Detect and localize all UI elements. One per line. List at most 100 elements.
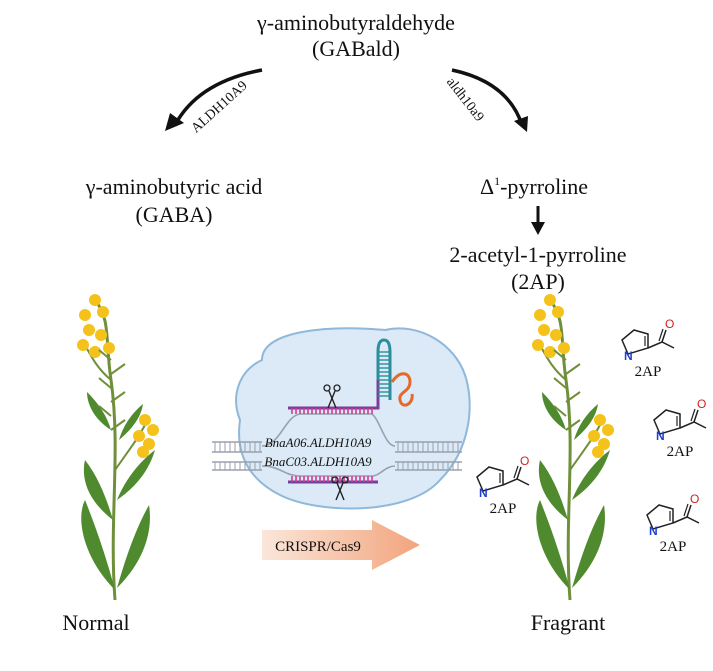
scissors-icon-top — [323, 384, 341, 409]
2ap-abbr: (2AP) — [511, 269, 565, 294]
dna-double-strand — [212, 413, 462, 477]
seed-pod — [565, 363, 581, 375]
plant-leaf — [119, 404, 143, 440]
carbonyl-bond — [661, 329, 667, 343]
left-enzyme-label: ALDH10A9 — [189, 78, 251, 136]
precursor-name: γ-aminobutyraldehyde — [256, 10, 455, 35]
ring-bond — [476, 466, 504, 492]
right-enzyme-label: aldh10a9 — [443, 75, 486, 125]
seed-pod — [110, 419, 126, 431]
plant-leaf — [117, 505, 150, 588]
flower-bud — [89, 294, 101, 306]
flower-bud — [83, 324, 95, 336]
molecule-label: 2AP — [490, 501, 517, 517]
acetyl-chain — [679, 421, 707, 429]
plant-branch — [114, 424, 146, 471]
dna-strand-line — [371, 465, 396, 477]
flower-bud — [558, 342, 570, 354]
molecule-label: 2AP — [660, 539, 687, 555]
rna-hairpin — [376, 338, 392, 400]
flower-bud — [588, 430, 600, 442]
flower-bud — [594, 414, 606, 426]
guide-pairing-top — [291, 408, 373, 414]
right-reaction-arrow — [451, 68, 524, 126]
cas9-protein-blob — [235, 327, 471, 510]
oxygen-atom: O — [665, 317, 674, 331]
plant-leaf — [87, 392, 111, 430]
seed-pod — [98, 349, 112, 361]
flower-bud — [139, 414, 151, 426]
crispr-arrow — [262, 520, 420, 570]
2ap-molecule-1: N O 2AP — [621, 317, 675, 380]
carbonyl-double — [683, 503, 689, 517]
plant-leaf — [117, 450, 155, 500]
seed-pod — [553, 349, 567, 361]
seed-pod — [110, 363, 126, 375]
gene-label-c03: BnaC03.ALDH10A9 — [264, 454, 372, 469]
flower-bud — [544, 294, 556, 306]
gene-label-a06: BnaA06.ALDH10A9 — [265, 435, 372, 450]
nitrogen-atom: N — [624, 349, 633, 363]
right-arrowhead — [514, 116, 528, 132]
carbonyl-bond — [693, 409, 699, 423]
fragrant-label: Fragrant — [531, 610, 606, 635]
rna-hairpin-pairs — [378, 351, 390, 397]
plant-leaf — [538, 460, 568, 520]
guide-pairing-bottom — [291, 476, 373, 482]
flower-bud — [552, 306, 564, 318]
plant-leaf — [536, 500, 570, 590]
carbonyl-double — [513, 465, 519, 479]
precursor-abbr: (GABald) — [312, 36, 400, 61]
flower-bud — [89, 346, 101, 358]
nitrogen-atom: N — [649, 524, 658, 538]
plant-leaf — [542, 392, 566, 430]
oxygen-atom: O — [520, 454, 529, 468]
flower-bud — [133, 430, 145, 442]
flower-bud — [137, 446, 149, 458]
left-reaction-arrow — [173, 68, 263, 126]
seed-pod — [565, 391, 581, 403]
seed-pod — [110, 391, 126, 403]
plant-leaf — [572, 505, 605, 588]
flower-bud — [77, 339, 89, 351]
acetyl-chain — [647, 341, 675, 349]
fragrant-plant-illustration — [532, 294, 614, 601]
guide-rna-top-strand — [288, 380, 380, 410]
gaba-name: γ-aminobutyric acid — [85, 174, 263, 199]
scissors-icon-bottom — [331, 476, 349, 501]
seed-pod — [98, 405, 112, 417]
rna-orange-loop — [390, 372, 414, 407]
seed-pod — [553, 405, 567, 417]
crispr-arrow-label: CRISPR/Cas9 — [275, 539, 361, 555]
flower-bud — [550, 329, 562, 341]
oxygen-atom: O — [690, 492, 699, 506]
ring-bond — [653, 409, 681, 435]
plant-branch — [569, 424, 601, 471]
flower-bud — [103, 342, 115, 354]
seed-pod — [565, 419, 581, 431]
ring-bond — [646, 504, 674, 530]
oxygen-atom: O — [697, 397, 706, 411]
nitrogen-atom: N — [479, 486, 488, 500]
flower-bud — [95, 329, 107, 341]
guide-rna — [288, 338, 414, 484]
flower-bud — [538, 324, 550, 336]
flower-bud — [532, 339, 544, 351]
normal-plant-illustration — [77, 294, 159, 601]
nitrogen-atom: N — [656, 429, 665, 443]
dna-strand-line — [261, 465, 372, 477]
flower-bud — [592, 446, 604, 458]
2ap-molecule-4: N O 2AP — [646, 492, 699, 555]
acetyl-chain — [502, 478, 530, 486]
flower-bud — [544, 346, 556, 358]
flower-bud — [97, 306, 109, 318]
left-arrowhead — [165, 113, 184, 131]
molecule-label: 2AP — [635, 364, 662, 380]
dna-strand-line — [371, 413, 396, 447]
flower-bud — [79, 309, 91, 321]
ring-bond — [621, 329, 649, 355]
gaba-abbr: (GABA) — [136, 202, 213, 227]
